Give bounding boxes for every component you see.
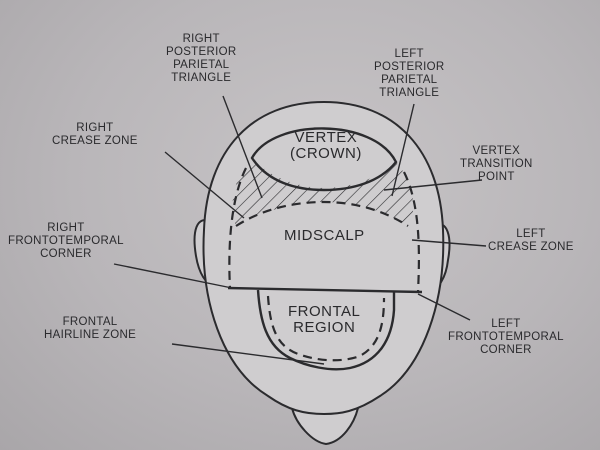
callout-line: CREASE ZONE xyxy=(52,135,138,147)
callout-line: FRONTAL xyxy=(62,316,118,328)
leader-right-crease xyxy=(164,151,245,219)
frontal-hairline-line xyxy=(266,295,386,362)
callout-line: PARIETAL xyxy=(173,59,230,71)
callout-vertex-transition-point: VERTEX TRANSITION POINT xyxy=(460,145,533,184)
vertex-subtitle: (CROWN) xyxy=(290,145,362,162)
leader-right-posterior-parietal xyxy=(222,95,263,199)
nose xyxy=(290,407,360,446)
callout-line: TRIANGLE xyxy=(379,87,440,99)
callout-line: PARIETAL xyxy=(381,74,438,86)
vertex-label: VERTEX (CROWN) xyxy=(290,130,362,162)
leader-frontal-hairline xyxy=(171,343,325,365)
frontal-region-boundary xyxy=(227,286,423,294)
right-crease-line xyxy=(228,167,247,289)
callout-line: RIGHT xyxy=(47,222,85,234)
vertex-region xyxy=(250,127,398,192)
frontal-region-label: FRONTAL REGION xyxy=(288,304,360,336)
callout-line: FRONTOTEMPORAL xyxy=(448,331,564,343)
midscalp-label: MIDSCALP xyxy=(284,227,365,244)
callout-line: HAIRLINE ZONE xyxy=(44,329,137,341)
callout-left-posterior-parietal-triangle: LEFT POSTERIOR PARIETAL TRIANGLE xyxy=(374,48,444,100)
callout-line: CREASE ZONE xyxy=(488,241,574,253)
leader-right-frontotemporal xyxy=(113,263,233,289)
callout-line: RIGHT xyxy=(76,122,114,134)
callout-line: LEFT xyxy=(394,48,424,60)
leader-left-frontotemporal xyxy=(417,293,471,321)
posterior-parietal-band xyxy=(232,158,414,226)
callout-line: TRIANGLE xyxy=(171,72,232,84)
leader-left-posterior-parietal xyxy=(391,103,415,197)
callout-line: FRONTOTEMPORAL xyxy=(8,235,124,247)
callout-line: LEFT xyxy=(516,228,546,240)
callout-line: LEFT xyxy=(491,318,521,330)
frontal-title-line2: REGION xyxy=(293,319,356,336)
callout-line: POSTERIOR xyxy=(166,46,237,58)
leader-vertex-transition xyxy=(383,179,483,191)
callout-left-crease-zone: LEFT CREASE ZONE xyxy=(488,228,574,254)
callout-line: TRANSITION xyxy=(460,158,533,170)
callout-line: POSTERIOR xyxy=(374,61,445,73)
callout-right-frontotemporal-corner: RIGHT FRONTOTEMPORAL CORNER xyxy=(8,222,124,261)
callout-line: POINT xyxy=(478,171,515,183)
posterior-band-boundary xyxy=(235,200,409,227)
callout-line: CORNER xyxy=(40,248,92,260)
callout-line: RIGHT xyxy=(182,33,220,45)
callout-frontal-hairline-zone: FRONTAL HAIRLINE ZONE xyxy=(44,316,136,342)
callout-right-posterior-parietal-triangle: RIGHT POSTERIOR PARIETAL TRIANGLE xyxy=(166,33,236,85)
frontal-title-line1: FRONTAL xyxy=(288,303,361,320)
leader-left-crease xyxy=(411,239,487,247)
vertex-title: VERTEX xyxy=(294,129,358,146)
callout-left-frontotemporal-corner: LEFT FRONTOTEMPORAL CORNER xyxy=(448,318,564,357)
callout-line: CORNER xyxy=(480,344,532,356)
left-crease-line xyxy=(403,171,421,293)
callout-line: VERTEX xyxy=(472,145,521,157)
frontal-region-outline xyxy=(256,289,396,371)
callout-right-crease-zone: RIGHT CREASE ZONE xyxy=(52,122,138,148)
